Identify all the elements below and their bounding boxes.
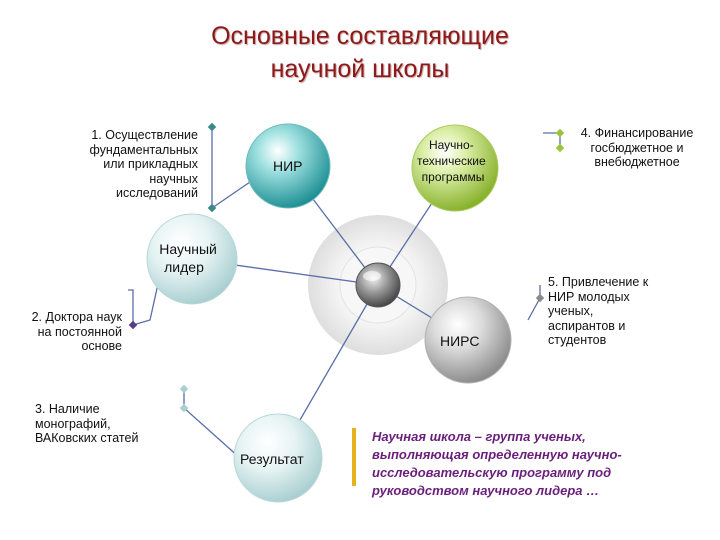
leader-label: Научный лидер	[159, 241, 221, 275]
leader-sphere	[146, 213, 238, 305]
result-sphere	[233, 413, 323, 503]
nirs-sphere	[424, 296, 512, 384]
definition-accent-bar	[352, 428, 356, 486]
component-5-label: 5. Привлечение к НИР молодых ученых, асп…	[548, 275, 649, 347]
title-line: научной школы	[270, 55, 450, 83]
component-3-label: 3. Наличие монографий, ВАКовских статей	[35, 402, 139, 445]
nir-sphere	[245, 123, 331, 209]
nir-label: НИР	[273, 158, 303, 174]
page-title: Основные составляющие научной школы	[150, 20, 570, 86]
hub-highlight	[363, 271, 381, 281]
nirs-label: НИРС	[440, 333, 479, 349]
programs-sphere	[411, 124, 499, 212]
component-2-label: 2. Доктора наук на постоянной основе	[31, 310, 122, 353]
result-label: Результат	[240, 451, 304, 467]
component-1-label: 1. Осуществление фундаментальных или при…	[89, 128, 198, 200]
programs-label: Научно- технические программы	[417, 138, 489, 184]
connector-dots	[128, 122, 565, 413]
title-line: Основные составляющие	[211, 22, 509, 50]
definition-text: Научная школа – группа ученых, выполняющ…	[372, 429, 622, 498]
hub-sphere	[355, 262, 401, 308]
component-4-label: 4. Финансирование госбюджетное и внебюдж…	[580, 126, 694, 169]
